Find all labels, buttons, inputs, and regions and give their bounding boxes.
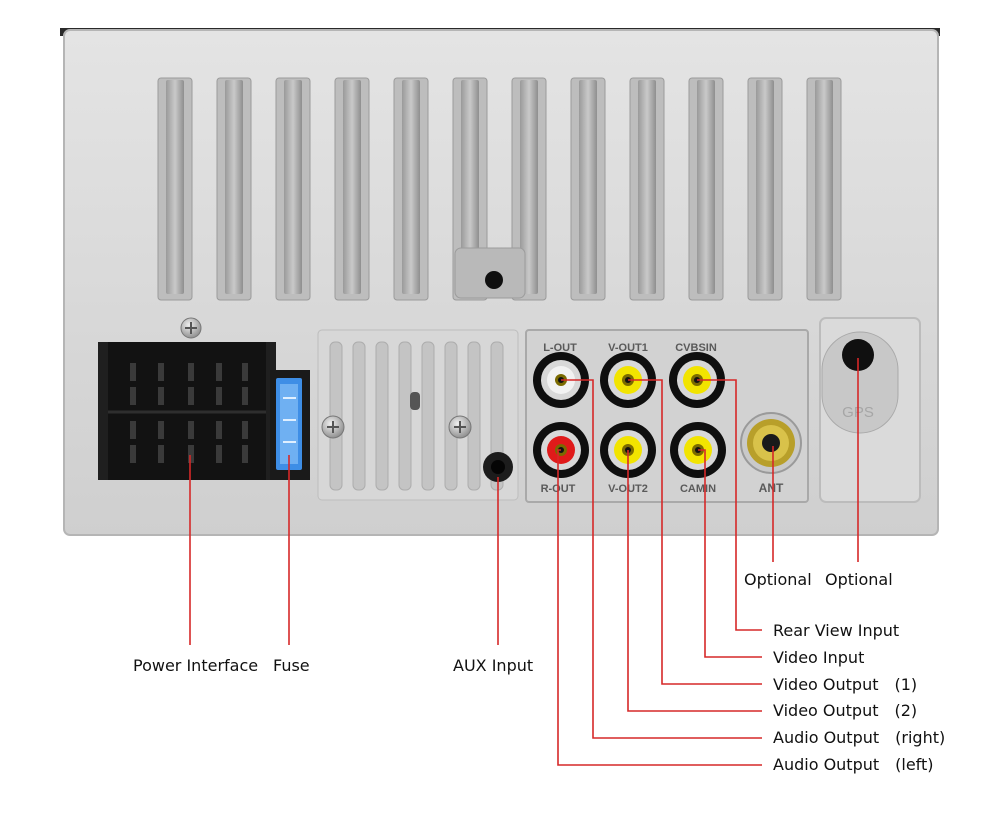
connector-pin (242, 445, 248, 463)
screw-icon (180, 317, 202, 339)
connector-pin (188, 445, 194, 463)
vent-slot (444, 341, 458, 491)
fin-screw-hole (454, 247, 526, 299)
leader-video-input (698, 449, 762, 658)
screw-icon (321, 415, 345, 439)
leader-audio-output-right (561, 379, 762, 739)
fin-groove (520, 80, 538, 294)
vent-slot (421, 341, 435, 491)
fin-groove (638, 80, 656, 294)
fin-groove (402, 80, 420, 294)
leader-audio-output-left (557, 449, 762, 766)
heat-sink-fins (157, 77, 842, 301)
connector-pin (130, 363, 136, 381)
callout-rear-view-input: Rear View Input (773, 621, 900, 640)
screw-icon (448, 415, 472, 439)
vent-clip-slot (410, 392, 420, 410)
port-label-l-out: L-OUT (543, 342, 577, 354)
vent-slot (352, 341, 366, 491)
callout-power-interface: Power Interface (133, 656, 259, 675)
fin-groove (815, 80, 833, 294)
callout-leader-lines (189, 358, 859, 766)
power-interface-connector (98, 342, 276, 480)
callout-optional-gps: Optional (825, 570, 893, 589)
connector-pin (188, 387, 194, 405)
connector-pin (242, 363, 248, 381)
port-label-cvbs-in: CVBSIN (675, 342, 717, 354)
connector-pin (158, 363, 164, 381)
connector-pin (130, 421, 136, 439)
fin-groove (697, 80, 715, 294)
fin-groove (579, 80, 597, 294)
connector-pin (188, 363, 194, 381)
callout-audio-output-right: Audio Output (right) (773, 728, 946, 747)
connector-pin (216, 363, 222, 381)
callout-fuse: Fuse (273, 656, 310, 675)
callout-optional-ant: Optional (744, 570, 812, 589)
connector-pins (130, 363, 248, 463)
leader-rear-view-input (697, 379, 762, 631)
connector-pin (216, 445, 222, 463)
fin-groove (461, 80, 479, 294)
port-label-v-out1: V-OUT1 (608, 342, 648, 354)
vent-area (317, 329, 519, 501)
port-label-cam-in: CAMIN (680, 483, 716, 495)
gps-port: GPS (819, 317, 921, 503)
fin-groove (343, 80, 361, 294)
port-label-ant: ANT (759, 481, 784, 495)
fin-groove (284, 80, 302, 294)
fin-groove (225, 80, 243, 294)
leader-video-output-2 (627, 450, 762, 712)
aux-jack (483, 452, 513, 482)
connector-pin (242, 421, 248, 439)
callout-video-output-1: Video Output (1) (773, 675, 918, 694)
callout-video-input: Video Input (773, 648, 865, 667)
connector-pin (242, 387, 248, 405)
callout-aux-input: AUX Input (453, 656, 534, 675)
antenna-jack: ANT (740, 412, 802, 495)
fuse (270, 370, 310, 480)
vent-slot (467, 341, 481, 491)
connector-pin (130, 387, 136, 405)
callout-video-output-2: Video Output (2) (773, 701, 918, 720)
leader-video-output-1 (628, 379, 762, 685)
connector-pin (158, 387, 164, 405)
connector-pin (158, 421, 164, 439)
connector-pin (216, 421, 222, 439)
connector-pin (158, 445, 164, 463)
fin-groove (166, 80, 184, 294)
callout-audio-output-left: Audio Output (left) (773, 755, 934, 774)
connector-pin (216, 387, 222, 405)
vent-slot (375, 341, 389, 491)
connector-pin (188, 421, 194, 439)
vent-slot (398, 341, 412, 491)
fin-groove (756, 80, 774, 294)
connector-pin (130, 445, 136, 463)
